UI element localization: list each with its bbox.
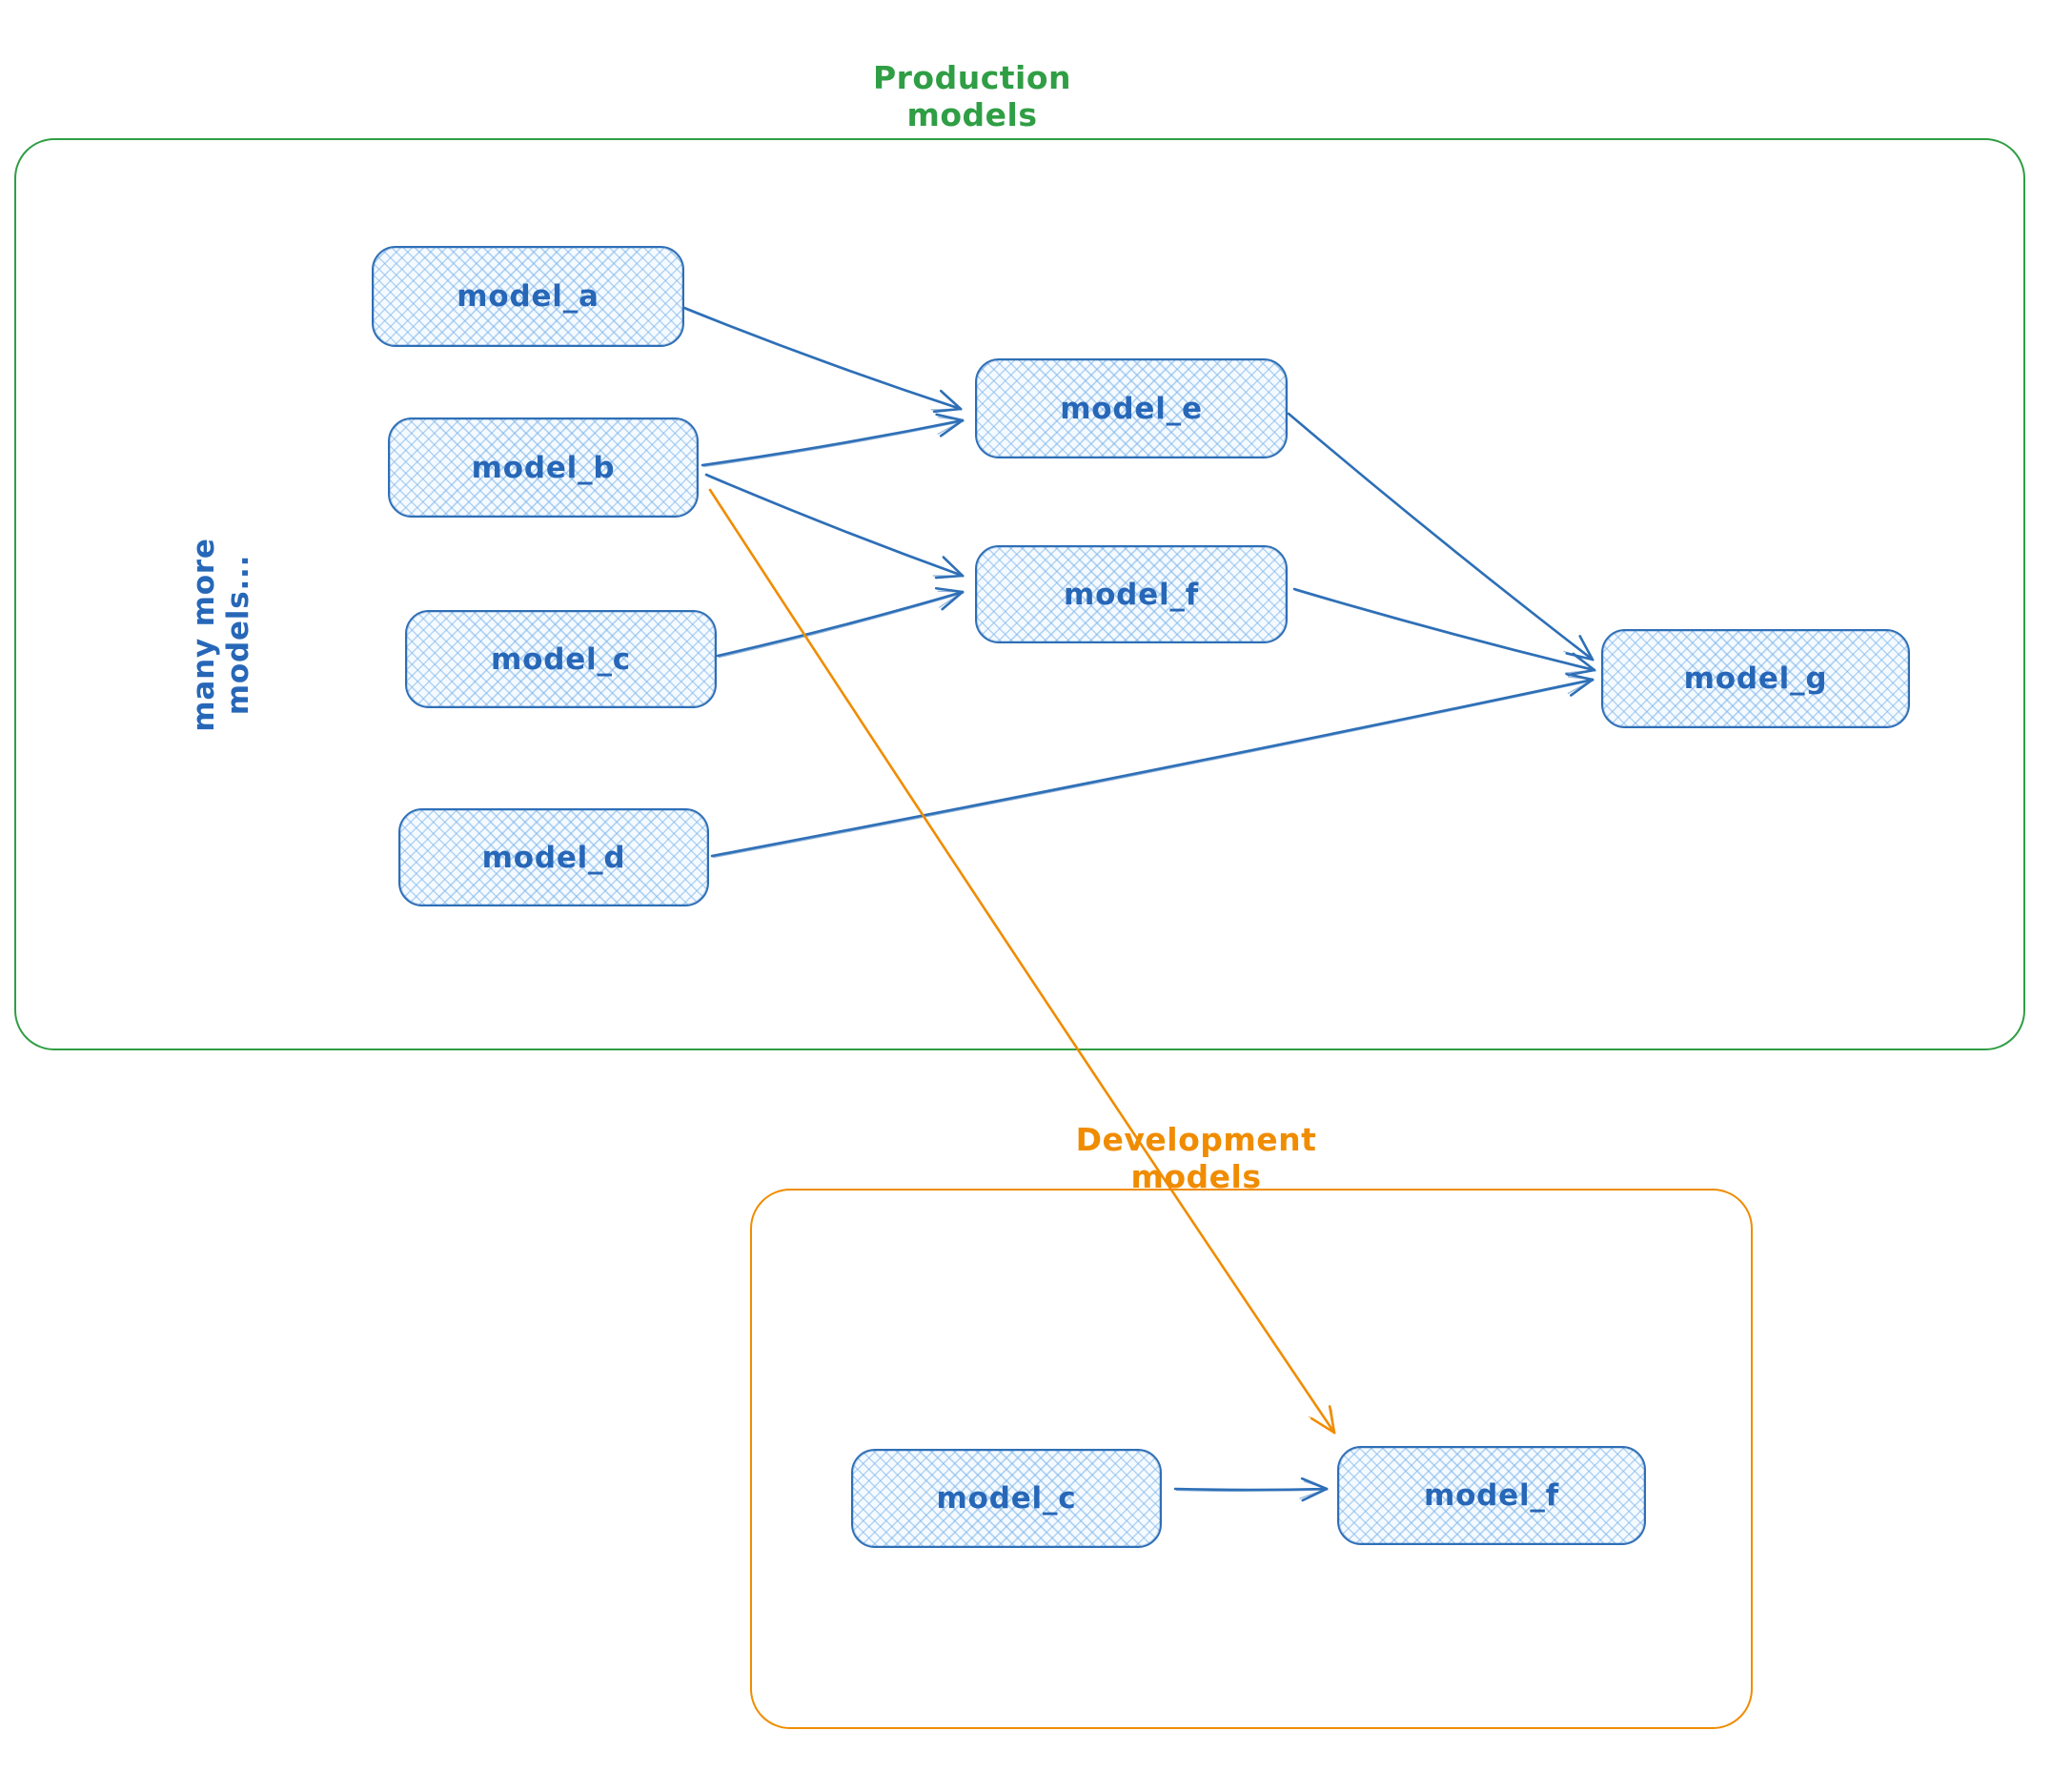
node-label: model_e: [1060, 391, 1203, 426]
node-label: model_c: [936, 1481, 1077, 1516]
node-model_d: model_d: [398, 808, 709, 906]
node-label: model_g: [1683, 662, 1828, 696]
node-label: model_f: [1063, 577, 1200, 612]
development-title: Development models: [1075, 1121, 1317, 1195]
side-note-many-more-models: many more models...: [187, 538, 255, 732]
node-dev_model_c: model_c: [851, 1449, 1162, 1548]
node-label: model_b: [471, 450, 616, 485]
node-label: model_d: [481, 840, 626, 875]
node-label: model_c: [491, 641, 631, 677]
node-label: model_f: [1423, 1478, 1560, 1513]
node-model_b: model_b: [388, 417, 699, 518]
node-model_a: model_a: [372, 246, 684, 347]
node-model_g: model_g: [1601, 629, 1910, 728]
production-title: Production models: [872, 59, 1072, 133]
node-model_e: model_e: [975, 358, 1288, 458]
node-label: model_a: [457, 279, 599, 314]
node-dev_model_f: model_f: [1337, 1446, 1646, 1545]
node-model_c: model_c: [405, 610, 717, 708]
node-model_f: model_f: [975, 545, 1288, 643]
